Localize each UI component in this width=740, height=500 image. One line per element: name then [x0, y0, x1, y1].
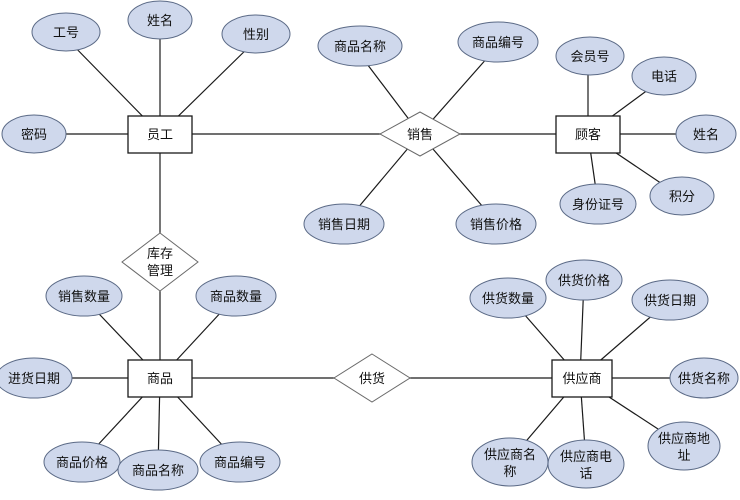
- attr-product-purchase-date: 进货日期: [0, 357, 73, 399]
- relationship-sales: 销售: [378, 111, 462, 157]
- attr-product-code: 商品编号: [199, 441, 281, 483]
- attr-employee-gender: 性别: [221, 14, 291, 54]
- svg-text:销售数量: 销售数量: [58, 289, 110, 305]
- svg-text:性别: 性别: [243, 28, 269, 43]
- svg-text:供货数量: 供货数量: [482, 291, 534, 307]
- attr-employee-id: 工号: [31, 12, 101, 52]
- attr-supplier-supply-date: 供货日期: [631, 279, 709, 321]
- svg-text:商品名称: 商品名称: [334, 39, 386, 55]
- attr-product-price: 商品价格: [43, 441, 121, 483]
- svg-text:积分: 积分: [669, 190, 695, 205]
- svg-text:电话: 电话: [651, 70, 677, 85]
- attr-customer-member-no: 会员号: [555, 36, 625, 76]
- entity-product: 商品: [127, 359, 193, 398]
- attr-supplier-supply-qty: 供货数量: [469, 277, 547, 319]
- entity-customer: 顾客: [555, 115, 621, 154]
- attr-sales-date: 销售日期: [303, 203, 385, 245]
- svg-text:销售: 销售: [407, 127, 433, 143]
- svg-text:销售日期: 销售日期: [318, 217, 370, 233]
- attr-supplier-supply-name: 供货名称: [669, 357, 739, 399]
- svg-text:库存: 库存: [147, 246, 173, 262]
- svg-text:商品数量: 商品数量: [210, 290, 262, 305]
- svg-text:商品编号: 商品编号: [214, 456, 266, 471]
- svg-text:会员号: 会员号: [570, 50, 609, 65]
- attr-customer-name: 姓名: [675, 114, 737, 154]
- attr-customer-id-card: 身份证号: [559, 183, 637, 225]
- attr-sales-product-code: 商品编号: [457, 21, 539, 63]
- svg-text:商品名称: 商品名称: [132, 463, 184, 479]
- attr-supplier-address: 供应商地 址: [647, 421, 721, 471]
- svg-text:身份证号: 身份证号: [572, 197, 624, 213]
- attr-employee-name: 姓名: [127, 0, 193, 40]
- attr-sales-product-name: 商品名称: [317, 25, 403, 67]
- attr-customer-phone: 电话: [631, 56, 697, 96]
- entity-supplier: 供应商: [551, 359, 613, 398]
- svg-text:顾客: 顾客: [575, 127, 601, 143]
- svg-text:姓名: 姓名: [147, 13, 173, 29]
- attr-product-qty: 商品数量: [195, 275, 277, 317]
- attr-sales-price: 销售价格: [455, 203, 537, 245]
- svg-text:商品编号: 商品编号: [472, 36, 524, 51]
- svg-text:供应商电: 供应商电: [560, 449, 612, 465]
- svg-text:商品价格: 商品价格: [56, 455, 108, 471]
- svg-text:供应商: 供应商: [562, 371, 601, 387]
- attr-customer-points: 积分: [649, 176, 715, 216]
- attr-product-sales-qty: 销售数量: [45, 275, 123, 317]
- relationship-inventory: 库存 管理: [121, 232, 199, 292]
- attr-supplier-phone: 供应商电 话: [547, 439, 625, 489]
- relationship-supply: 供货: [333, 353, 411, 403]
- svg-text:供货名称: 供货名称: [678, 371, 730, 387]
- svg-text:址: 址: [677, 449, 690, 464]
- svg-text:话: 话: [579, 467, 592, 482]
- attr-product-name: 商品名称: [117, 449, 199, 491]
- svg-text:称: 称: [503, 465, 516, 480]
- attr-employee-password: 密码: [1, 114, 67, 154]
- svg-text:员工: 员工: [147, 128, 173, 143]
- svg-text:进货日期: 进货日期: [8, 371, 60, 387]
- attr-supplier-name: 供应商名 称: [471, 437, 549, 487]
- attr-supplier-supply-price: 供货价格: [545, 259, 623, 301]
- svg-text:供应商地: 供应商地: [658, 431, 710, 447]
- entity-employee: 员工: [127, 115, 193, 154]
- svg-text:工号: 工号: [53, 26, 79, 41]
- svg-text:供应商名: 供应商名: [484, 447, 536, 463]
- svg-text:姓名: 姓名: [693, 127, 719, 143]
- svg-text:密码: 密码: [21, 127, 47, 143]
- svg-text:供货价格: 供货价格: [558, 273, 610, 289]
- svg-text:商品: 商品: [147, 372, 173, 387]
- svg-text:销售价格: 销售价格: [470, 217, 522, 233]
- svg-text:管理: 管理: [147, 264, 173, 279]
- svg-text:供货日期: 供货日期: [644, 293, 696, 309]
- svg-text:供货: 供货: [359, 371, 385, 387]
